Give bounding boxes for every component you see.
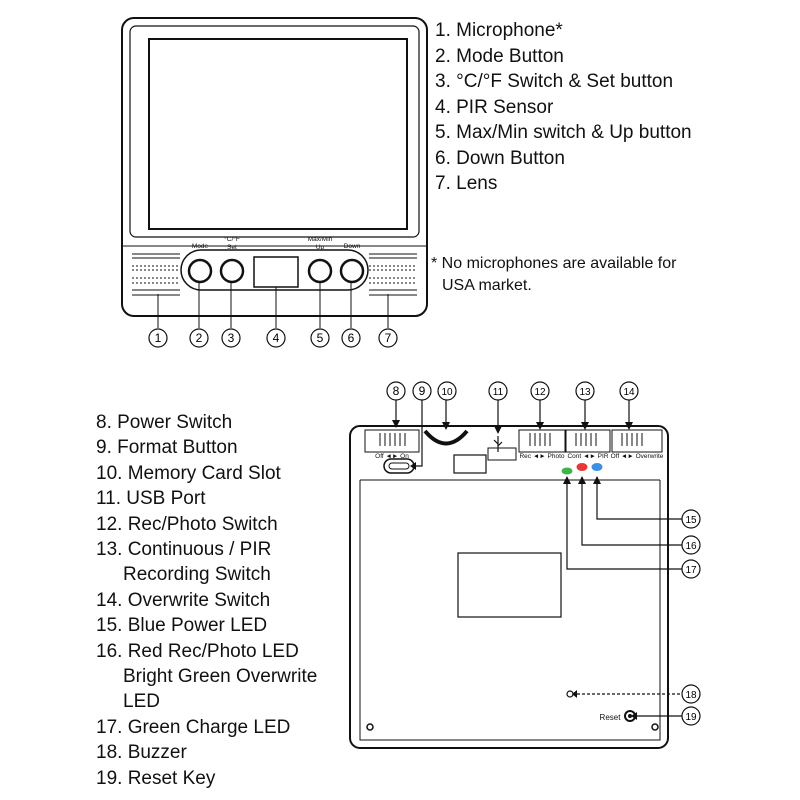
legend-item-cont-pir-switch: 13. Continuous / PIR <box>96 539 272 561</box>
callout-4: 4 <box>273 331 280 345</box>
front-parts-legend: 1. Microphone* 2. Mode Button 3. °C/°F S… <box>435 18 692 197</box>
power-switch-label: Off ◄► On <box>375 453 409 460</box>
power-switch-ridges <box>379 433 406 446</box>
legend-item-microphone: 1. Microphone* <box>435 20 563 41</box>
callout-11: 11 <box>493 387 504 398</box>
down-label: Down <box>344 243 361 250</box>
microphone-grille-left <box>132 253 180 296</box>
callout-17: 17 <box>685 565 697 576</box>
power-switch <box>364 429 420 453</box>
set-label: Set <box>227 244 237 251</box>
up-button <box>307 258 333 284</box>
callout-18: 18 <box>685 690 697 701</box>
usb-port <box>453 454 487 474</box>
screen-bezel <box>129 25 420 238</box>
callout-15: 15 <box>685 515 697 526</box>
overwrite-switch <box>611 429 663 453</box>
rec-photo-label: Rec ◄► Photo <box>519 453 564 460</box>
legend-item-pir-sensor: 4. PIR Sensor <box>435 96 554 118</box>
front-panel-labels: Mode °C/°F Set Max/Min Up Down <box>192 235 361 251</box>
control-strip <box>180 249 369 291</box>
bottom-callout-circles <box>386 381 701 726</box>
callout-5: 5 <box>317 331 324 345</box>
bottom-panel-labels: Off ◄► On Rec ◄► Photo Cont ◄► PIR Off ◄… <box>375 453 664 722</box>
front-callout-circles <box>148 328 398 348</box>
led-indicators <box>561 463 603 475</box>
screen <box>148 38 408 230</box>
callout-12: 12 <box>534 387 546 398</box>
green-charge-led <box>561 467 573 475</box>
memory-card-slot <box>423 429 469 446</box>
callout-9: 9 <box>419 384 426 398</box>
legend-item-green-charge-led: 17. Green Charge LED <box>96 716 291 738</box>
pir-sensor <box>253 256 299 288</box>
set-button <box>219 258 245 284</box>
legend-item-usb-port: 11. USB Port <box>96 488 206 510</box>
legend-item-memory-card-slot: 10. Memory Card Slot <box>96 462 281 484</box>
maxmin-label: Max/Min <box>308 236 333 243</box>
bottom-leaders <box>395 400 682 717</box>
legend-item-set-button: 3. °C/°F Switch & Set button <box>435 71 674 92</box>
legend-item-red-led-cont-2: LED <box>123 691 160 713</box>
rec-photo-switch <box>518 429 566 453</box>
legend-item-blue-power-led: 15. Blue Power LED <box>96 615 268 637</box>
bottom-housing <box>349 425 669 749</box>
front-view <box>121 17 428 348</box>
bottom-parts-legend: 8. Power Switch 9. Format Button 10. Mem… <box>96 410 317 791</box>
screw-left <box>366 723 374 731</box>
up-label: Up <box>316 244 325 251</box>
callout-19: 19 <box>685 712 697 723</box>
legend-item-up-button: 5. Max/Min switch & Up button <box>435 122 692 143</box>
legend-item-overwrite-switch: 14. Overwrite Switch <box>96 589 271 611</box>
front-housing <box>121 17 428 317</box>
legend-item-down-button: 6. Down Button <box>435 147 565 169</box>
set-top-label: °C/°F <box>224 235 240 243</box>
lens-grille-right <box>369 253 417 296</box>
legend-item-rec-photo-switch: 12. Rec/Photo Switch <box>96 513 278 535</box>
arrowheads <box>392 420 637 720</box>
microphone-footnote: * No microphones are available for USA m… <box>431 253 731 297</box>
mode-label: Mode <box>192 243 209 250</box>
legend-item-lens: 7. Lens <box>435 173 498 194</box>
front-leaders <box>157 282 389 328</box>
bottom-view <box>349 381 701 749</box>
blue-power-led <box>591 463 603 471</box>
legend-item-power-switch: 8. Power Switch <box>96 412 233 433</box>
callout-2: 2 <box>196 331 203 345</box>
callout-13: 13 <box>579 387 591 398</box>
overwrite-label: Off ◄► Overwrite <box>611 453 664 460</box>
legend-item-format-button: 9. Format Button <box>96 437 238 459</box>
callout-8: 8 <box>393 384 400 398</box>
legend-item-red-led: 16. Red Rec/Photo LED <box>96 640 299 662</box>
callout-3: 3 <box>228 331 235 345</box>
bottom-callout-numbers: 8 9 10 11 12 13 14 15 16 17 18 19 <box>393 384 697 723</box>
legend-item-mode-button: 2. Mode Button <box>435 45 564 67</box>
callout-7: 7 <box>385 331 392 345</box>
screw-right <box>651 723 659 731</box>
footnote-line-1: * No microphones are available for <box>431 255 677 272</box>
callout-16: 16 <box>685 541 697 552</box>
front-callout-numbers: 1 2 3 4 5 6 7 <box>155 331 392 345</box>
reset-label: Reset <box>600 713 622 722</box>
callout-10: 10 <box>441 387 453 398</box>
mode-button <box>187 258 213 284</box>
cont-pir-switch <box>565 429 611 453</box>
callout-6: 6 <box>348 331 355 345</box>
inner-panel <box>359 480 661 741</box>
legend-item-red-led-cont: Bright Green Overwrite <box>123 666 318 688</box>
legend-item-cont-pir-switch-cont: Recording Switch <box>123 564 271 586</box>
callout-14: 14 <box>623 387 635 398</box>
down-button <box>339 258 365 284</box>
label-area <box>457 552 562 618</box>
legend-item-buzzer: 18. Buzzer <box>96 742 187 764</box>
callout-1: 1 <box>155 331 162 345</box>
cont-pir-label: Cont ◄► PIR <box>567 453 608 460</box>
red-rec-photo-led <box>576 463 588 471</box>
usb-symbol <box>493 436 503 452</box>
legend-item-reset-key: 19. Reset Key <box>96 767 216 789</box>
footnote-line-2: USA market. <box>442 277 532 294</box>
